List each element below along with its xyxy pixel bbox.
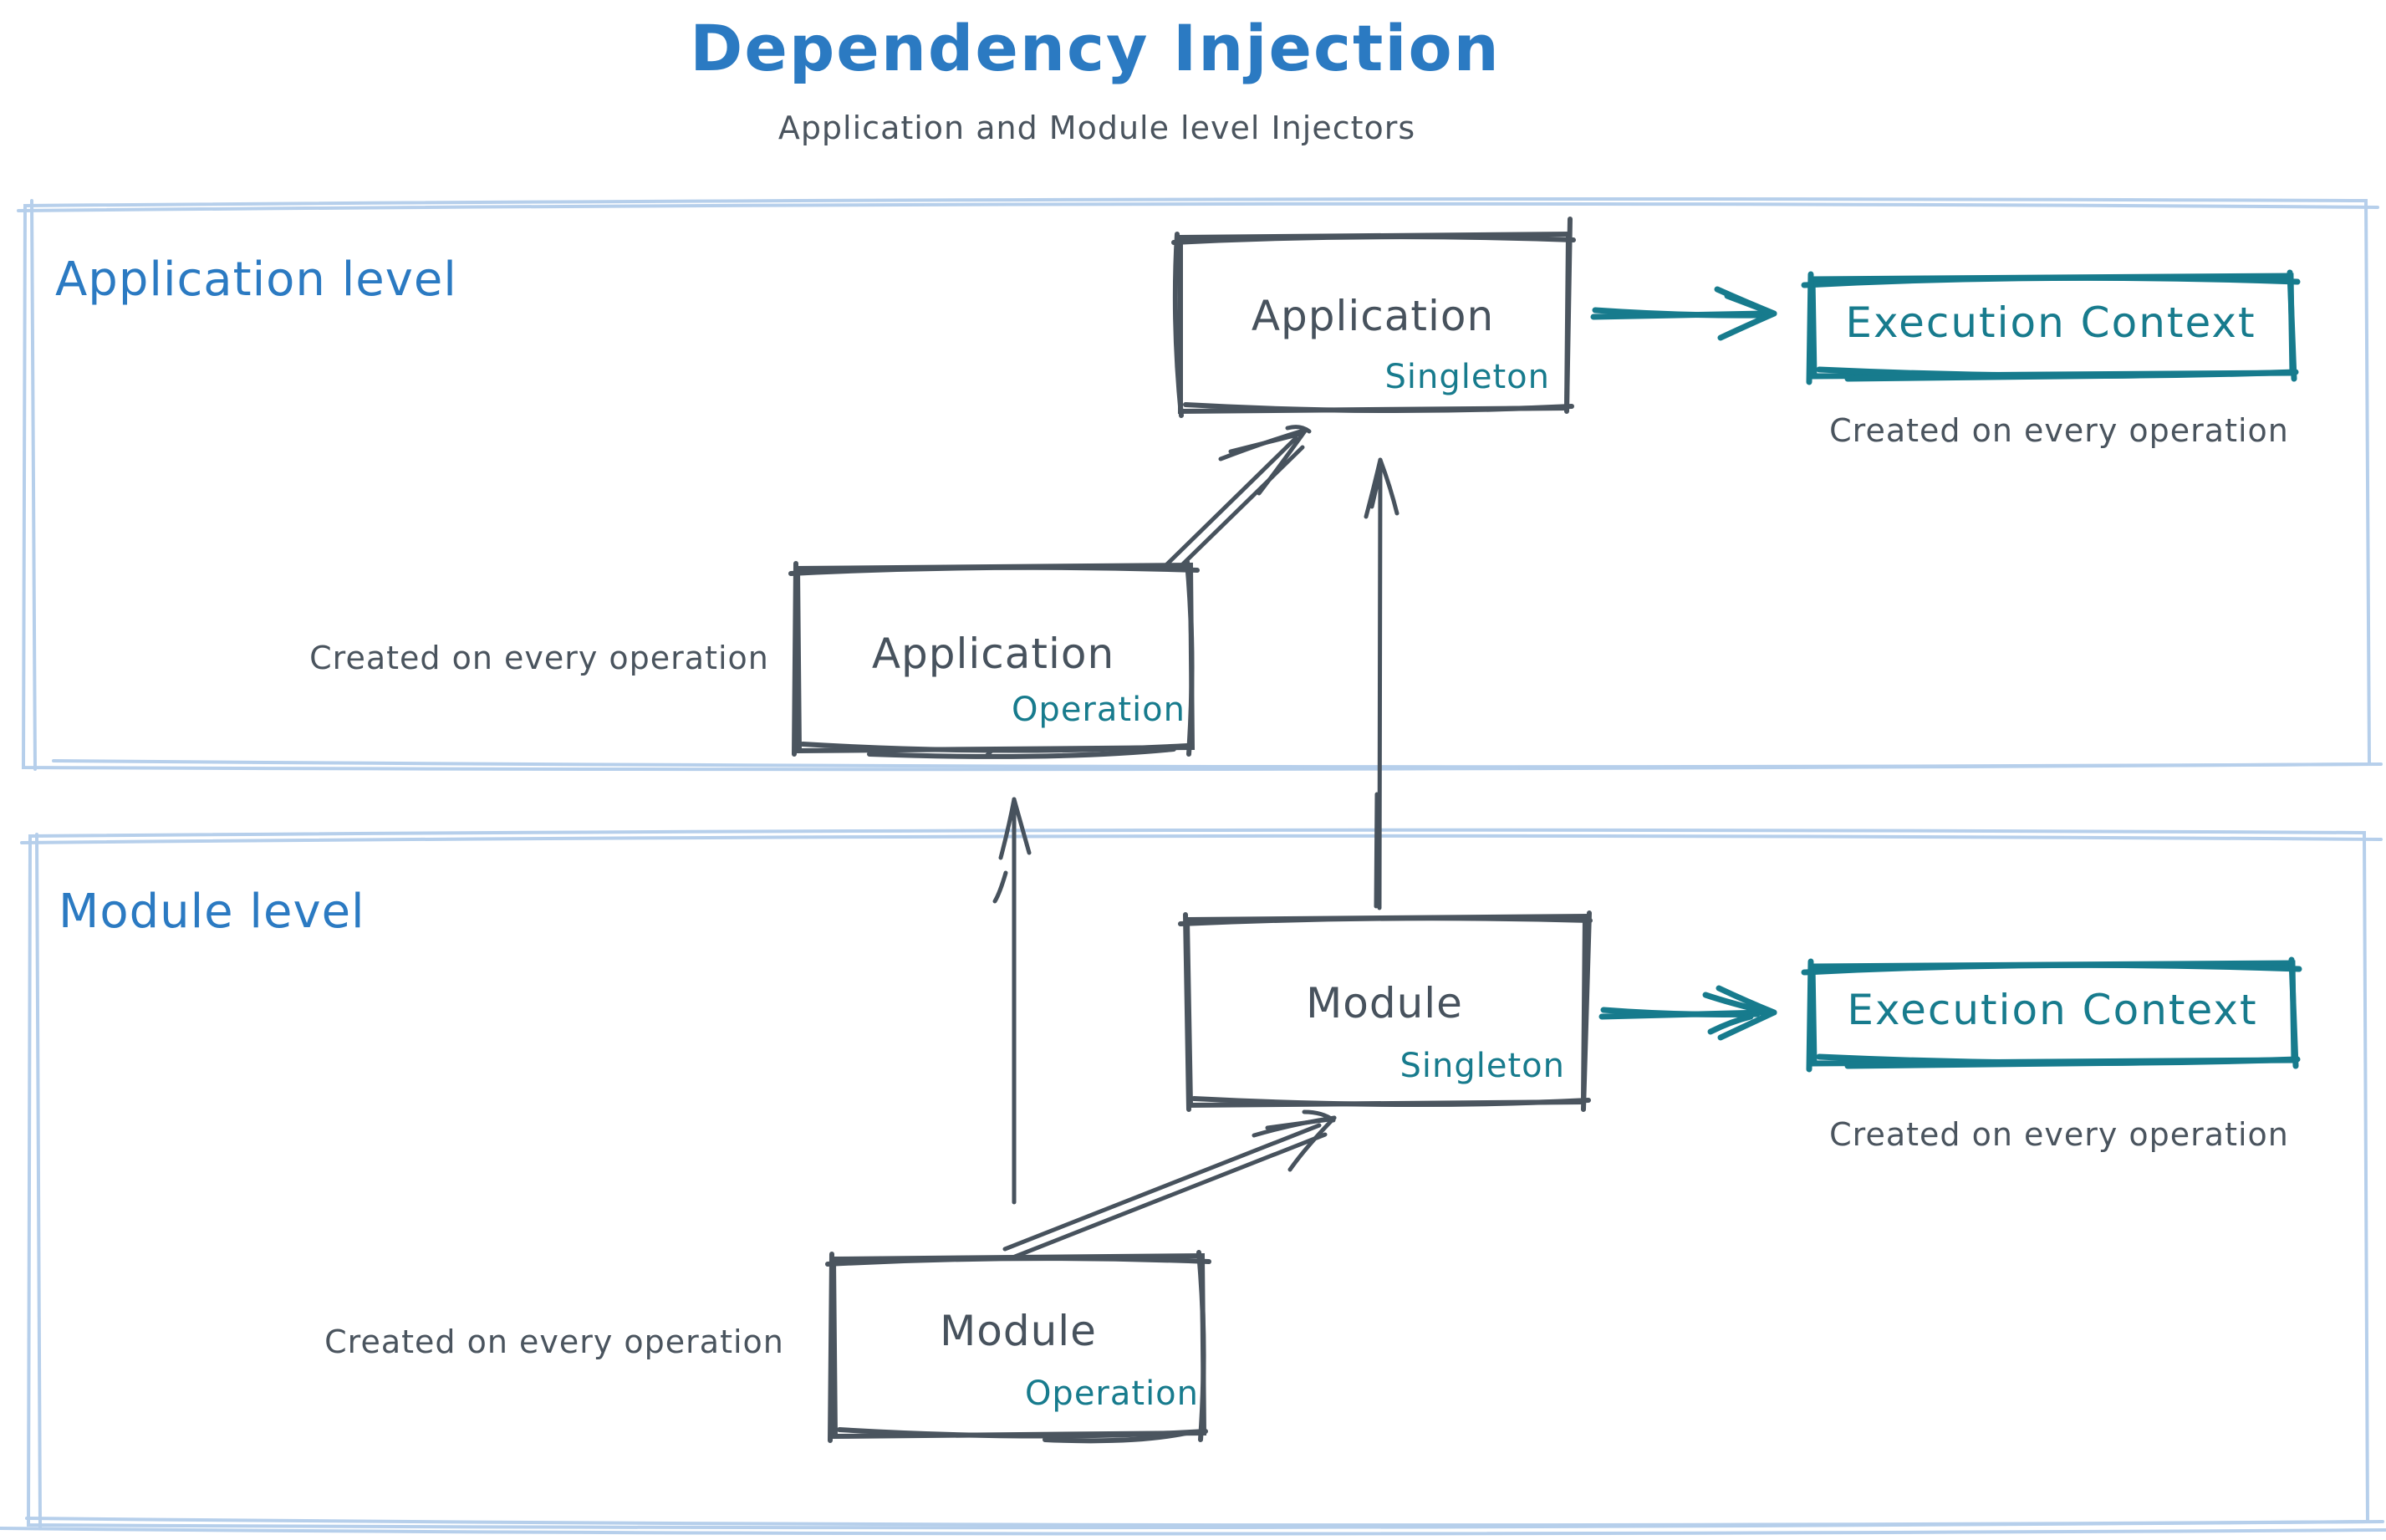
module-level-label: Module level [59, 885, 365, 939]
module-execution-context-box-outline [1801, 956, 2302, 1073]
module-singleton-box-title: Module [1306, 979, 1463, 1028]
application-operation-box-title: Application [871, 630, 1115, 678]
arrow-module-singleton-to-execution-context [1598, 985, 1777, 1041]
application-singleton-box-tag: Singleton [1384, 358, 1550, 396]
application-singleton-box-title: Application [1251, 292, 1495, 340]
module-level-container-outline [0, 828, 2386, 1536]
application-execution-context-caption: Created on every operation [1829, 412, 2289, 449]
application-singleton-box-outline [1171, 217, 1576, 418]
module-operation-box-tag: Operation [1024, 1374, 1199, 1413]
application-operation-box-tag: Operation [1011, 691, 1185, 729]
diagram-title: Dependency Injection [690, 11, 1501, 85]
application-operation-box-outline [788, 559, 1200, 759]
module-execution-context-caption: Created on every operation [1829, 1116, 2289, 1153]
application-execution-context-box-outline [1801, 269, 2301, 385]
module-operation-box-title: Module [940, 1307, 1097, 1355]
arrow-module-operation-to-module-singleton [1002, 1109, 1337, 1261]
module-singleton-box-tag: Singleton [1399, 1047, 1565, 1085]
application-operation-caption: Created on every operation [309, 640, 769, 676]
diagram-subtitle: Application and Module level Injectors [777, 110, 1416, 146]
arrow-module-operation-to-app-operation [992, 797, 1032, 1205]
module-operation-box-outline [825, 1250, 1211, 1444]
module-singleton-box-outline [1178, 910, 1593, 1112]
arrow-module-singleton-to-app-singleton [1364, 457, 1399, 910]
module-execution-context-label: Execution Context [1847, 986, 2258, 1034]
module-operation-caption: Created on every operation [324, 1323, 784, 1360]
arrow-app-singleton-to-execution-context [1590, 286, 1777, 341]
application-level-label: Application level [55, 252, 457, 307]
application-execution-context-label: Execution Context [1845, 298, 2256, 347]
application-level-container-outline [17, 197, 2383, 772]
